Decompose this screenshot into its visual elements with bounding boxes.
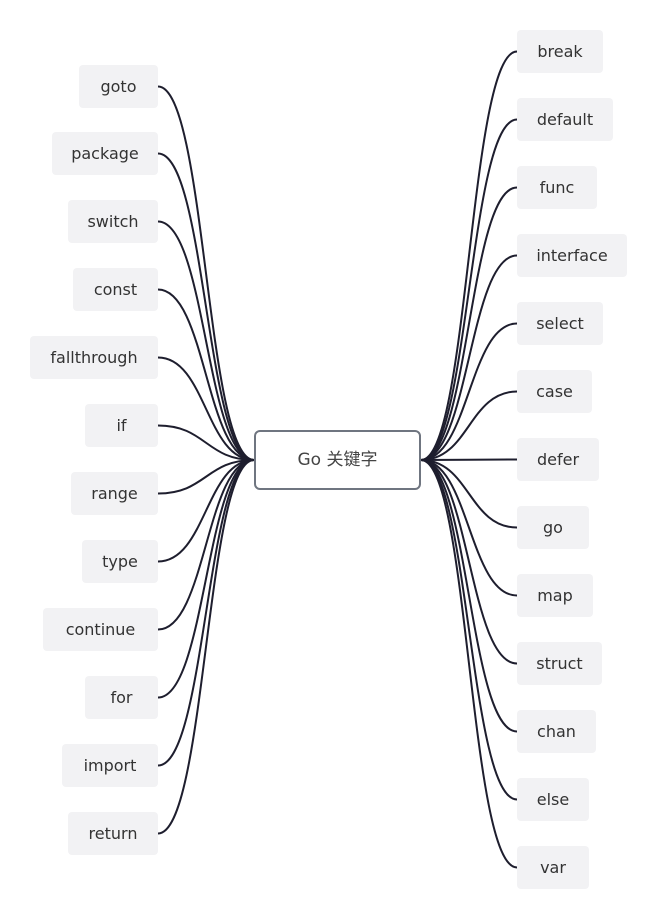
left-node-goto[interactable]: goto <box>79 65 158 108</box>
right-node-break[interactable]: break <box>517 30 603 73</box>
connector-right-node-select <box>420 322 518 461</box>
right-node-struct[interactable]: struct <box>517 642 602 685</box>
connector-right-node-func <box>420 186 518 461</box>
connector-right-node-default <box>420 118 518 461</box>
right-node-else[interactable]: else <box>517 778 589 821</box>
connector-right-node-map <box>420 459 518 597</box>
right-node-chan[interactable]: chan <box>517 710 596 753</box>
connector-right-node-struct <box>420 459 518 665</box>
connector-right-node-chan <box>420 459 518 733</box>
connector-left-node-return <box>157 459 255 835</box>
left-node-const[interactable]: const <box>73 268 158 311</box>
connector-left-node-fallthrough <box>157 356 255 461</box>
right-node-go[interactable]: go <box>517 506 589 549</box>
connector-right-node-case <box>420 390 518 461</box>
left-node-continue[interactable]: continue <box>43 608 158 651</box>
connector-left-node-type <box>157 459 255 563</box>
connector-right-node-defer <box>420 458 518 461</box>
right-node-var[interactable]: var <box>517 846 589 889</box>
connector-right-node-var <box>420 459 518 869</box>
left-node-range[interactable]: range <box>71 472 158 515</box>
right-node-case[interactable]: case <box>517 370 592 413</box>
left-node-fallthrough[interactable]: fallthrough <box>30 336 158 379</box>
left-node-return[interactable]: return <box>68 812 158 855</box>
connector-left-node-goto <box>157 85 255 461</box>
connector-left-node-package <box>157 152 255 461</box>
connector-left-node-continue <box>157 459 255 631</box>
connector-left-node-import <box>157 459 255 767</box>
left-node-package[interactable]: package <box>52 132 158 175</box>
right-node-default[interactable]: default <box>517 98 613 141</box>
left-node-import[interactable]: import <box>62 744 158 787</box>
right-node-func[interactable]: func <box>517 166 597 209</box>
connector-left-node-if <box>157 424 255 461</box>
connector-right-node-break <box>420 50 518 461</box>
left-node-type[interactable]: type <box>82 540 158 583</box>
connector-right-node-go <box>420 459 518 529</box>
right-node-defer[interactable]: defer <box>517 438 599 481</box>
connector-right-node-else <box>420 459 518 801</box>
right-node-map[interactable]: map <box>517 574 593 617</box>
left-node-switch[interactable]: switch <box>68 200 158 243</box>
connector-right-node-interface <box>420 254 518 461</box>
connector-left-node-switch <box>157 220 255 461</box>
connector-left-node-for <box>157 459 255 699</box>
connector-left-node-range <box>157 459 255 495</box>
right-node-interface[interactable]: interface <box>517 234 627 277</box>
left-node-for[interactable]: for <box>85 676 158 719</box>
center-topic[interactable]: Go 关键字 <box>254 430 421 490</box>
right-node-select[interactable]: select <box>517 302 603 345</box>
left-node-if[interactable]: if <box>85 404 158 447</box>
connector-left-node-const <box>157 288 255 461</box>
